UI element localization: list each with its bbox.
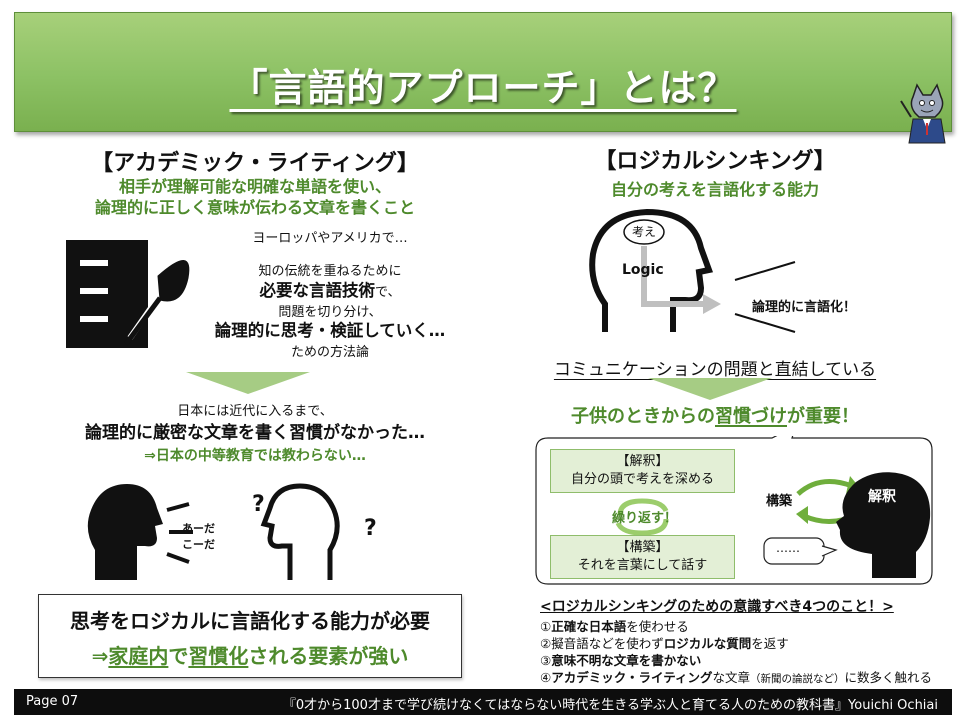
conclusion-box: 思考をロジカルに言語化する能力が必要 ⇒家庭内で習慣化される要素が強い [38, 594, 462, 678]
repeat-label: 繰り返す！ [612, 511, 678, 526]
conclusion-home: 家庭内 [108, 644, 169, 668]
logical-thinking-definition: 自分の考えを言語化する能力 [610, 180, 819, 199]
list-bold: アカデミック・ライティング [551, 670, 713, 685]
text-language-skill: 必要な言語技術で、 [195, 282, 465, 301]
logical-thinking-heading: 【ロジカルシンキング】 [594, 149, 836, 174]
academic-writing-definition-1: 相手が理解可能な明確な単語を使い、 [118, 177, 391, 196]
habit-text: 子供のときからの習慣づけが重要！ [490, 402, 940, 428]
interpret-title: 【解釈】 [616, 454, 669, 469]
interpret-text: 自分の頭で考えを深める [570, 472, 714, 487]
head-outline-icon [589, 208, 714, 332]
text-logical-thinking: 論理的に思考・検証していく… [214, 321, 446, 340]
down-arrow-right [648, 378, 772, 400]
conclusion-arrow: ⇒ [91, 644, 109, 668]
list-item: ③意味不明な文章を書かない [540, 650, 701, 669]
interpret-label: 解釈 [868, 489, 896, 505]
language-skill-suffix: で、 [375, 285, 401, 300]
habit-post: が重要！ [787, 406, 859, 427]
list-bold: 意味不明な文章を書かない [551, 653, 702, 668]
listening-head-icon [260, 483, 340, 580]
document-quill-icon [66, 240, 190, 348]
down-arrow-left [186, 372, 310, 394]
list-bold: 正確な日本語 [551, 619, 627, 634]
ellipsis-bubble-icon [763, 537, 838, 565]
speech-ada: あーだ [182, 522, 215, 535]
list-num: ③ [540, 653, 552, 668]
speaking-cycle-illustration [763, 472, 931, 578]
list-tail: に数多く触れる [844, 670, 933, 685]
talking-heads-illustration [87, 483, 340, 580]
japan-text-3: ⇒日本の中等教育では教わらない… [144, 448, 366, 464]
repeat-cycle-icon [615, 498, 669, 536]
list-pre: 擬音語などを使わず [551, 636, 664, 651]
black-head-icon [836, 472, 931, 578]
list-item: ②擬音語などを使わずロジカルな質問を返す [540, 633, 789, 652]
page-title: 「言語的アプローチ」とは？ [229, 66, 737, 110]
list-rest: を使わせる [626, 619, 689, 634]
speech-koda: こーだ [182, 538, 215, 551]
text-europe: ヨーロッパやアメリカで… [252, 231, 408, 246]
construct-label: 構築 [766, 494, 793, 509]
list-title: <ロジカルシンキングのための意識すべき4つのこと！> [540, 599, 894, 615]
japan-text-2: 論理的に厳密な文章を書く習慣がなかった… [85, 423, 425, 443]
communication-text: コミュニケーションの問題と直結している [553, 360, 877, 380]
list-bold: ロジカルな質問 [663, 636, 752, 651]
text-split-problem: 問題を切り分け、 [278, 305, 382, 320]
thinking-head-illustration [589, 208, 796, 333]
construct-text: それを言葉にして話す [577, 558, 708, 573]
footer-bar: Page 07 『0才から100才まで学び続けなくてはならない時代を生きる学ぶ人… [14, 689, 952, 715]
wolf-teacher-mascot-icon [900, 83, 946, 144]
question-mark-1: ? [252, 492, 265, 517]
verbalize-label: 論理的に言語化！ [752, 300, 857, 315]
academic-writing-definition-2: 論理的に正しく意味が伝わる文章を書くこと [94, 198, 415, 217]
list-rest: な文章 [712, 670, 750, 685]
list-item: ①正確な日本語を使わせる [540, 616, 689, 635]
title-banner: 「言語的アプローチ」とは？ [14, 12, 952, 144]
conclusion-de: で [168, 644, 189, 668]
ellipsis-text: …… [776, 541, 800, 555]
japan-text-1: 日本には近代に入るまで、 [177, 404, 333, 419]
conclusion-line-1: 思考をロジカルに言語化する能力が必要 [70, 609, 430, 633]
academic-writing-heading: 【アカデミック・ライティング】 [91, 151, 419, 176]
thought-label: 考え [631, 225, 656, 239]
construct-box: 【構築】 それを言葉にして話す [550, 535, 735, 579]
list-rest: を返す [751, 636, 789, 651]
conclusion-line-2: ⇒家庭内で習慣化される要素が強い [39, 640, 461, 669]
logic-label: Logic [622, 262, 664, 278]
interpret-box: 【解釈】 自分の頭で考えを深める [550, 449, 735, 493]
list-num: ④ [540, 670, 552, 685]
conclusion-habit: 習慣化 [188, 644, 249, 668]
construct-title: 【構築】 [616, 540, 669, 555]
language-skill-emphasis: 必要な言語技術 [259, 281, 376, 300]
speaking-head-icon [87, 484, 193, 580]
book-title: 『0才から100才まで学び続けなくてはならない時代を生きる学ぶ人と育てる人のため… [282, 698, 938, 713]
habit-emphasis: 習慣づけ [715, 406, 787, 427]
question-mark-2: ? [364, 516, 377, 541]
list-num: ① [540, 619, 552, 634]
list-item: ④アカデミック・ライティングな文章（新聞の論説など）に数多く触れる [540, 667, 932, 686]
list-num: ② [540, 636, 552, 651]
text-methodology: ための方法論 [290, 345, 369, 360]
list-note: （新聞の論説など） [750, 673, 845, 685]
conclusion-rest: される要素が強い [248, 644, 409, 668]
logic-arrow-icon [641, 246, 721, 314]
text-tradition: 知の伝統を重ねるために [258, 264, 402, 279]
habit-pre: 子供のときからの [571, 406, 715, 427]
page-number: Page 07 [26, 694, 79, 709]
